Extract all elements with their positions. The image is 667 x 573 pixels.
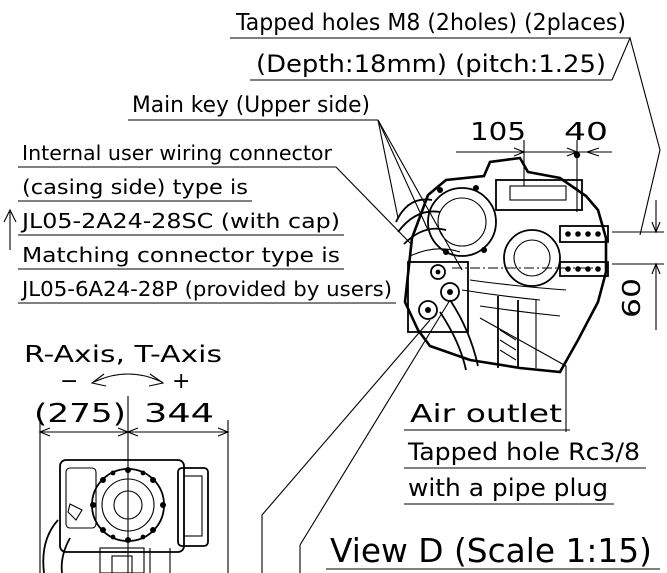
lower-machine-body: [42, 459, 209, 573]
internal-connector-line2: (casing side) type is: [22, 175, 248, 199]
air-outlet-text: Air outlet: [410, 399, 562, 428]
internal-connector-line1: Internal user wiring connector: [22, 141, 333, 165]
internal-connector-line3: JL05-2A24-28SC (with cap): [20, 209, 340, 233]
dim-40: 40: [564, 117, 608, 146]
upper-right-dimensions: 105 40 60: [456, 117, 664, 330]
axis-label: R-Axis, T-Axis: [24, 342, 222, 368]
tapped-hole-rc-text: Tapped hole Rc3/8: [407, 438, 640, 466]
dim-105: 105: [470, 117, 526, 146]
matching-connector-line2: JL05-6A24-28P (provided by users): [20, 277, 392, 301]
view-title-group: View D (Scale 1:15): [326, 531, 660, 570]
main-machine-view: [395, 151, 609, 374]
callout-main-key: Main key (Upper side): [128, 93, 463, 271]
lower-left-dimensions: (275) 344: [34, 396, 230, 573]
axis-indicator: R-Axis, T-Axis − +: [24, 342, 222, 394]
callout-tapped-holes: Tapped holes M8 (2holes) (2places) (Dept…: [230, 10, 661, 236]
dim-344: 344: [144, 399, 214, 429]
tapped-holes-depth-text: (Depth:18mm) (pitch:1.25): [256, 50, 606, 78]
plus-sign: +: [172, 369, 190, 394]
callout-air-outlet: Air outlet Tapped hole Rc3/8 with a pipe…: [404, 317, 646, 505]
minus-sign: −: [60, 369, 78, 394]
dim-275: (275): [34, 399, 126, 429]
dim-60: 60: [617, 278, 646, 318]
matching-connector-line1: Matching connector type is: [22, 243, 340, 267]
pipe-plug-text: with a pipe plug: [408, 474, 608, 502]
callout-internal-connector: Internal user wiring connector (casing s…: [3, 141, 413, 304]
main-key-text: Main key (Upper side): [132, 93, 370, 118]
view-title: View D (Scale 1:15): [330, 531, 652, 570]
tapped-holes-m8-text: Tapped holes M8 (2holes) (2places): [235, 10, 626, 36]
